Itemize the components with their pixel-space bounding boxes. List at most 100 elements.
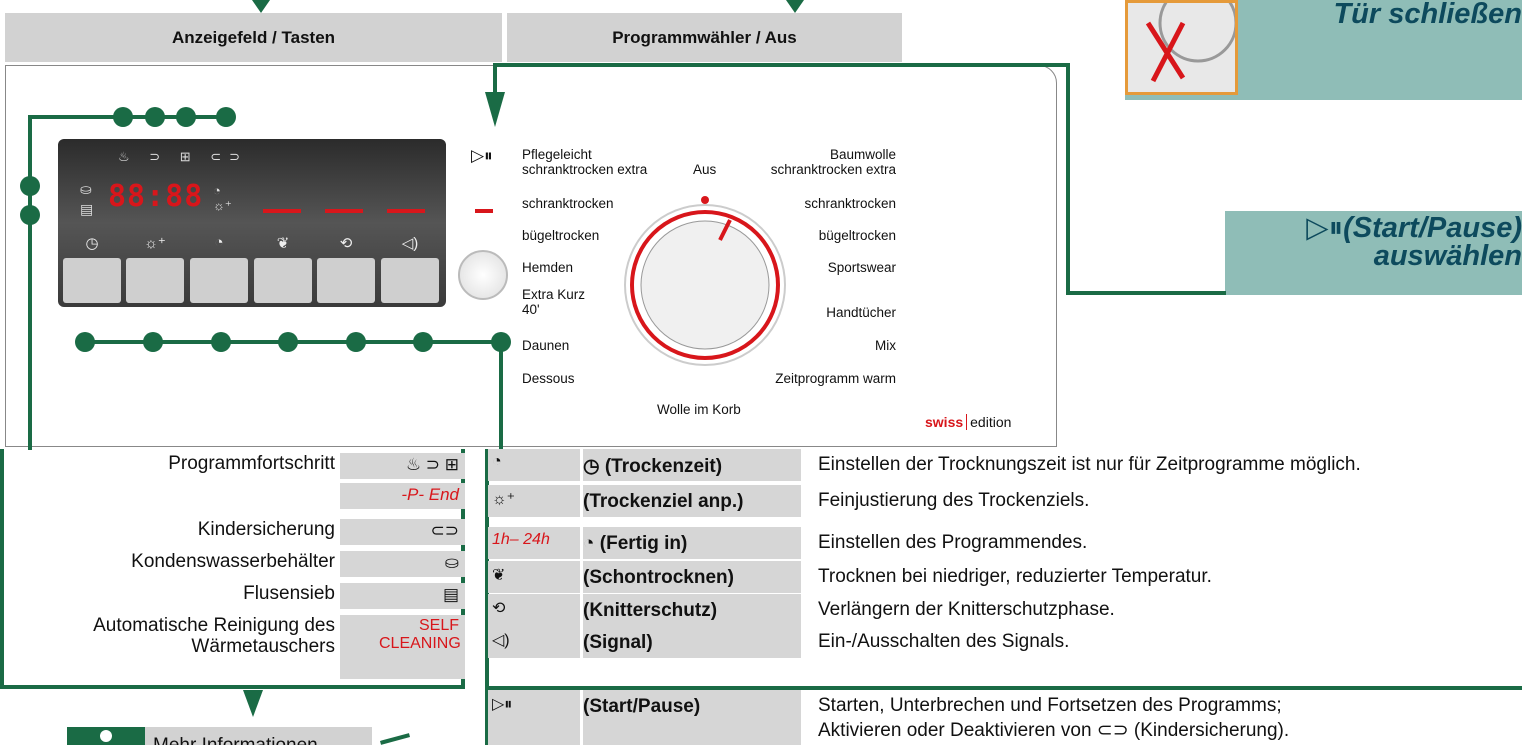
display-dash-1 (263, 209, 301, 213)
dial-right-0: Baumwolle schranktrocken extra (770, 147, 896, 177)
status-icons: ♨ ⊃ ⊞ ⊂⊃ (118, 149, 249, 164)
header-display-keys-label: Anzeigefeld / Tasten (171, 27, 336, 47)
dot-left-2 (20, 205, 40, 225)
table-row: ⟲(Knitterschutz)Verlängern der Knittersc… (488, 594, 1522, 626)
row-icon: ⟲ (488, 594, 580, 626)
start-pause-row: ▷⏸ (Start/Pause) Starten, Unterbrechen u… (488, 690, 1522, 745)
row-desc: Trocknen bei niedriger, reduzierter Temp… (818, 566, 1212, 587)
legend-label: Programmfortschritt (168, 453, 335, 474)
anti-crease-icon: ⟲ (339, 235, 353, 252)
row-desc: Einstellen des Programmendes. (818, 532, 1088, 553)
dot-top-4 (216, 107, 236, 127)
dial-right-2: bügeltrocken (818, 228, 896, 243)
info-dot (100, 730, 112, 742)
connector-top-down (493, 63, 497, 93)
dot-top-3 (176, 107, 196, 127)
legend-row: ⛀Kondenswasserbehälter (4, 551, 465, 577)
finish-in-button[interactable] (190, 258, 248, 303)
row-key: (Signal) (583, 626, 801, 658)
child-lock-icon: ⊂⊃ (430, 521, 460, 540)
dot-bottom-5 (346, 332, 366, 352)
row-desc: Feinjustierung des Trockenziels. (818, 490, 1090, 511)
dial-left-1: schranktrocken (522, 196, 614, 211)
start-dash (475, 209, 493, 213)
display-dash-2 (325, 209, 363, 213)
dot-bottom-7 (491, 332, 511, 352)
dial-left-6: Dessous (522, 371, 575, 386)
dial-left-5: Daunen (522, 338, 570, 353)
dial-right-5: Mix (875, 338, 896, 353)
dot-top-2 (145, 107, 165, 127)
dial-label-wool: Wolle im Korb (657, 402, 741, 417)
dial-right-4: Handtücher (826, 305, 896, 320)
row-key: (Trockenziel anp.) (583, 485, 801, 517)
dial-right-1: schranktrocken (804, 196, 896, 211)
more-info-box[interactable]: Mehr Informationen (67, 727, 372, 745)
legend-row: -P- End (4, 483, 465, 509)
legend-row: ▤ Flusensieb (4, 583, 465, 609)
connector-right-vertical (1066, 63, 1070, 295)
dial-left-4: Extra Kurz 40' (522, 287, 586, 317)
dial-left-2: bügeltrocken (522, 228, 600, 243)
signal-button[interactable] (381, 258, 439, 303)
legend-label: Automatische Reinigung des Wärmetauscher… (93, 615, 335, 657)
gentle-dry-button[interactable] (254, 258, 312, 303)
time-button[interactable] (63, 258, 121, 303)
display-dash-3 (387, 209, 425, 213)
row-icon: ◁) (488, 626, 580, 658)
start-pause-button[interactable] (458, 250, 508, 300)
row-icon: ◔ (488, 449, 580, 481)
legend-label: Flusensieb (243, 583, 335, 604)
door-image (1125, 0, 1238, 95)
select-label: auswählen (1373, 240, 1522, 272)
start-pause-callout-text: ▷⏸(Start/Pause) auswählen (1222, 212, 1522, 272)
more-info-label: Mehr Informationen (153, 735, 318, 745)
right-table-divider-v (485, 449, 489, 745)
connector-right-horizontal (1066, 291, 1226, 295)
brand-edition: edition (966, 414, 1012, 430)
left-legend-table: ♨ ⊃ ⊞Programmfortschritt -P- End ⊂⊃Kinde… (0, 449, 465, 689)
play-pause-icon: ▷⏸ (471, 146, 493, 165)
dot-bottom-3 (211, 332, 231, 352)
dial-left-3: Hemden (522, 260, 574, 275)
header-program-selector-label: Programmwähler / Aus (612, 27, 797, 47)
row-icon: ▷⏸ (488, 690, 580, 745)
start-pause-label: (Start/Pause) (1343, 212, 1522, 244)
dot-bottom-4 (278, 332, 298, 352)
table-row: ☼⁺(Trockenziel anp.)Feinjustierung des T… (488, 485, 1522, 517)
end-code-text: -P- End (401, 485, 459, 504)
legend-row: ♨ ⊃ ⊞ Programmfortschritt (4, 453, 465, 479)
row-key: ◔ (Fertig in) (583, 527, 801, 559)
dot-bottom-1 (75, 332, 95, 352)
row-desc-1: Starten, Unterbrechen und Fortsetzen des… (818, 695, 1282, 716)
table-row: ◁)(Signal) Ein-/Ausschalten des Signals. (488, 626, 1522, 658)
row-desc: Ein-/Ausschalten des Signals. (818, 631, 1070, 652)
program-dial[interactable] (620, 180, 790, 380)
row-key: ◷ (Trockenzeit) (583, 449, 801, 481)
anti-crease-button[interactable] (317, 258, 375, 303)
cross-icon (1145, 0, 1238, 83)
filter-icon: ▤ (442, 585, 459, 604)
dot-bottom-6 (413, 332, 433, 352)
row-key: (Schontrocknen) (583, 561, 801, 593)
dot-left-1 (20, 176, 40, 196)
header-display-keys: Anzeigefeld / Tasten (5, 13, 502, 62)
sun-plus-icon: ☼⁺ (144, 235, 166, 252)
self-cleaning-text: SELF CLEANING (379, 617, 461, 652)
right-table-divider-h (485, 686, 1522, 690)
connector-left-vertical (28, 115, 32, 450)
dial-right-6: Zeitprogramm warm (775, 371, 896, 386)
info-dot-box (67, 727, 145, 745)
dry-target-button[interactable] (126, 258, 184, 303)
dial-label-off: Aus (693, 162, 717, 177)
progress-icons: ♨ ⊃ ⊞ (405, 455, 459, 474)
arrow-to-start (485, 92, 505, 127)
row-key: (Start/Pause) (583, 690, 801, 745)
dial-left-0: Pflegeleicht schranktrocken extra (522, 147, 648, 177)
arrow-down-more (243, 690, 263, 717)
legend-label: Kondenswasserbehälter (131, 551, 335, 572)
condenser-icon: ⛀ (80, 181, 92, 197)
legend-row: SELF CLEANING Automatische Reinigung des … (4, 615, 465, 679)
header-program-selector: Programmwähler / Aus (507, 13, 902, 62)
